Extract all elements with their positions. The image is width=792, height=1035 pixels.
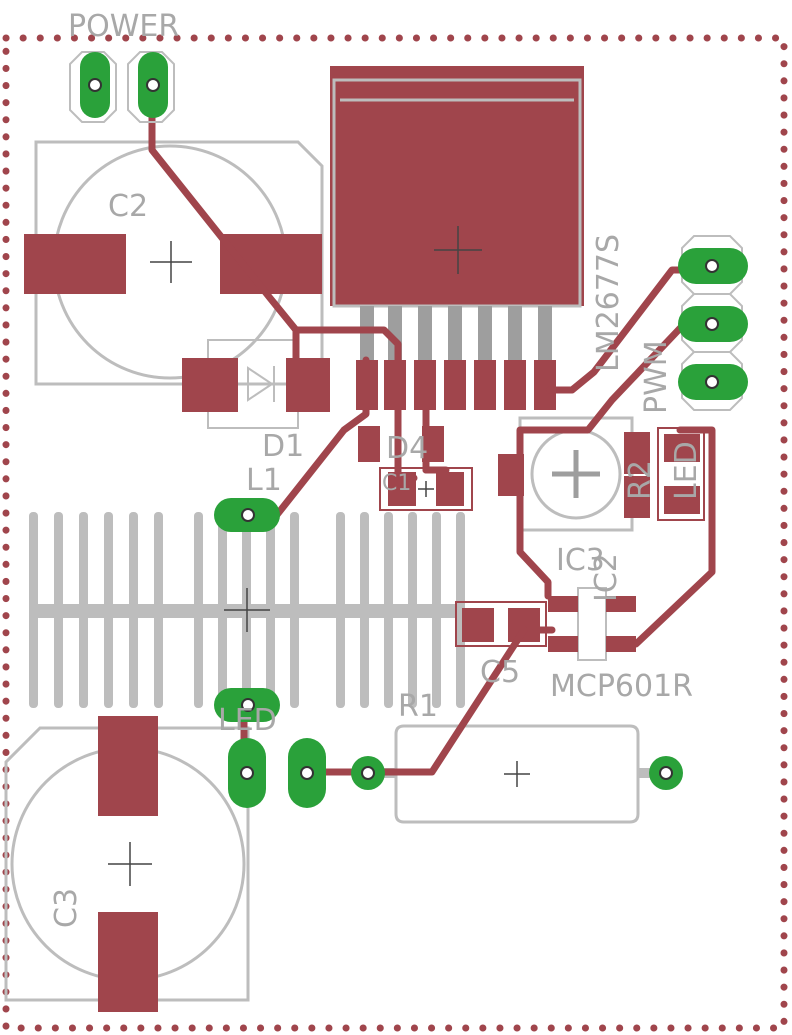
inductor-l1 <box>29 512 465 708</box>
label-c5: C5 <box>480 655 520 690</box>
ic-lm2677s <box>330 66 584 410</box>
led-small <box>657 427 705 521</box>
ic-mcp601r <box>548 587 636 661</box>
label-mcp601r: MCP601R <box>550 669 693 704</box>
label-pwm: PWM <box>639 340 674 414</box>
label-c2: C2 <box>108 189 148 224</box>
label-d4: D4 <box>386 431 428 466</box>
power-connector <box>69 51 175 123</box>
capacitor-c5 <box>455 601 547 647</box>
label-d1: D1 <box>262 429 304 464</box>
board-outline <box>2 34 788 1032</box>
label-l1: L1 <box>246 463 282 498</box>
label-r1: R1 <box>398 689 438 724</box>
capacitor-c2 <box>24 140 324 386</box>
label-ic3: IC3 <box>556 543 605 578</box>
capacitor-c3 <box>4 716 250 1012</box>
label-power: POWER <box>68 9 179 44</box>
through-holes <box>69 51 748 808</box>
copper-traces <box>148 82 716 776</box>
label-led: LED <box>218 703 277 738</box>
label-lm2677s: LM2677S <box>591 234 626 372</box>
led-connector <box>228 738 326 808</box>
label-r2: R2 <box>623 460 658 500</box>
label-c1: C1 <box>382 471 411 496</box>
label-led-small: LED <box>669 441 704 500</box>
pwm-connector <box>678 235 748 411</box>
capacitor-c1 <box>379 467 473 511</box>
label-ic2: IC2 <box>589 553 624 602</box>
label-c3: C3 <box>49 888 84 928</box>
silkscreen-labels: POWER C2 LM2677S PWM D1 D4 C1 L1 R2 LED … <box>49 9 704 928</box>
